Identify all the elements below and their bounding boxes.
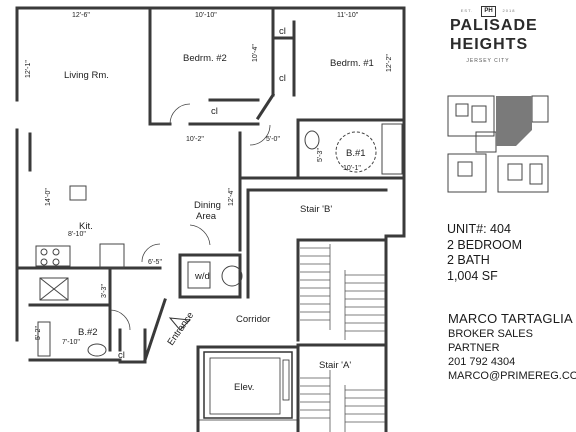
dim-bath1-width: 10'-1" xyxy=(343,165,361,172)
dim-hall-width: 10'-2" xyxy=(186,136,204,143)
dim-hall-5: 5'-0" xyxy=(266,136,280,143)
logo-monogram: PH xyxy=(481,6,496,17)
room-stair-b-label: Stair 'B' xyxy=(300,204,332,215)
dim-kit-height: 14'-0" xyxy=(45,188,52,206)
dim-dining-height: 12'-4" xyxy=(228,188,235,206)
room-elevator-label: Elev. xyxy=(234,382,254,393)
room-bath2-label: B.#2 xyxy=(78,327,98,338)
brand-logo: EST.2018 PH PALISADE HEIGHTS JERSEY CITY xyxy=(450,2,538,68)
room-stair-a-label: Stair 'A' xyxy=(319,360,351,371)
room-bedroom1-label: Bedrm. #1 xyxy=(330,58,374,69)
closet-label-3: cl xyxy=(279,73,286,84)
room-dining-label-2: Area xyxy=(196,211,217,222)
dim-closet-height: 3'-3" xyxy=(101,284,108,298)
agent-name: MARCO TARTAGLIA xyxy=(448,311,573,326)
room-bedroom2-label: Bedrm. #2 xyxy=(183,53,227,64)
dim-bath1-height: 5'-3" xyxy=(317,148,324,162)
agent-contact: MARCO TARTAGLIA BROKER SALES PARTNER 201… xyxy=(448,312,576,383)
room-kitchen-label: Kit. xyxy=(79,221,93,232)
logo-name-line1: PALISADE xyxy=(450,17,538,34)
key-plan-unit-highlight xyxy=(496,96,532,146)
agent-email[interactable]: MARCO@PRIMEREG.COM xyxy=(448,370,576,382)
room-wd-label: w/d xyxy=(194,271,210,282)
agent-title: BROKER SALES PARTNER xyxy=(448,328,533,354)
room-living-label: Living Rm. xyxy=(64,70,109,81)
dim-living-width: 12'-6" xyxy=(72,12,90,19)
dim-entry-width: 6'-5" xyxy=(148,259,162,266)
agent-phone[interactable]: 201 792 4304 xyxy=(448,356,516,368)
key-plan xyxy=(447,95,549,193)
unit-number: UNIT#: 404 xyxy=(447,222,511,236)
room-corridor-label: Corridor xyxy=(236,314,270,325)
dim-bed2-height: 10'-4" xyxy=(252,44,259,62)
closet-label-1: cl xyxy=(211,106,218,117)
dim-bed2-width: 10'-10" xyxy=(195,12,217,19)
dim-bed1-width: 11'-10" xyxy=(337,12,359,19)
dim-bath2-height: 5'-2" xyxy=(35,326,42,340)
closet-label-2: cl xyxy=(279,26,286,37)
room-dining-label-1: Dining xyxy=(194,200,221,211)
unit-bedrooms: 2 BEDROOM xyxy=(447,237,523,252)
logo-city: JERSEY CITY xyxy=(466,58,510,64)
dim-living-height: 12'-1" xyxy=(25,60,32,78)
logo-est: EST.2018 xyxy=(460,8,516,13)
unit-info: UNIT#: 404 2 BEDROOM 2 BATH 1,004 SF xyxy=(447,222,522,284)
floor-plan: Living Rm. Bedrm. #2 Bedrm. #1 B.#1 B.#2… xyxy=(15,6,406,432)
room-entrance-label: Entrance xyxy=(165,310,196,347)
unit-area: 1,004 SF xyxy=(447,268,498,283)
dim-bed1-height: 12'-2" xyxy=(386,54,393,72)
dim-bath2-width: 7'-10" xyxy=(62,339,80,346)
unit-baths: 2 BATH xyxy=(447,253,490,267)
dim-kit-width: 8'-10" xyxy=(68,231,86,238)
closet-label-4: cl xyxy=(118,350,125,361)
room-bath1-label: B.#1 xyxy=(346,148,366,159)
logo-name-line2: HEIGHTS xyxy=(450,36,529,53)
